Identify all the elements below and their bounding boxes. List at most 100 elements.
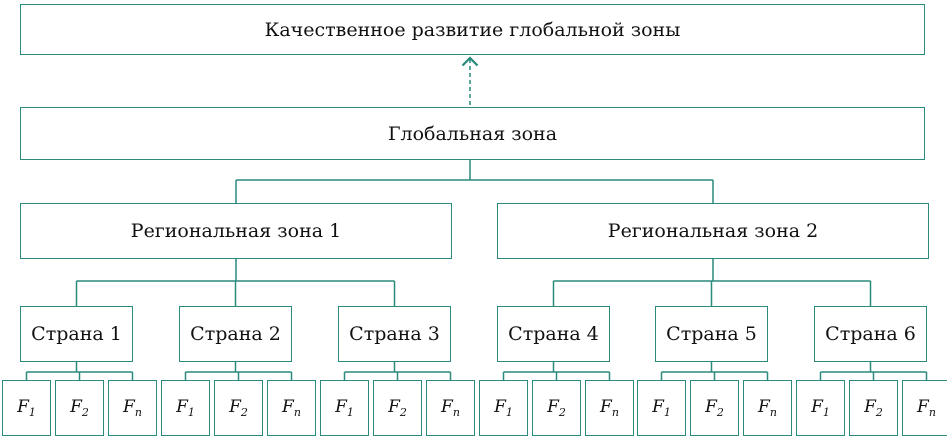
factor-letter: F [229, 397, 241, 417]
factor-letter: F [917, 397, 929, 417]
country-4-box: Страна 4 [497, 306, 610, 362]
factor-box-c2-1: F1 [161, 380, 210, 436]
factor-letter: F [547, 397, 559, 417]
factor-letter: F [123, 397, 135, 417]
factor-box-c1-3: Fn [108, 380, 157, 436]
factor-subscript: n [611, 406, 619, 419]
factor-box-c6-1: F1 [796, 380, 845, 436]
country-2-box: Страна 2 [179, 306, 292, 362]
factor-label: Fn [441, 397, 460, 419]
factor-subscript: 1 [28, 406, 36, 419]
country-3-box: Страна 3 [338, 306, 451, 362]
region-zone-1-box: Региональная зона 1 [20, 203, 452, 259]
connector-region-1-to-countries [75, 259, 396, 306]
factor-box-c5-1: F1 [637, 380, 686, 436]
factor-letter: F [282, 397, 294, 417]
factor-box-c4-1: F1 [479, 380, 528, 436]
factor-subscript: n [293, 406, 301, 419]
factor-subscript: 2 [81, 406, 89, 419]
factor-subscript: 2 [875, 406, 883, 419]
country-1-box: Страна 1 [20, 306, 133, 362]
factor-box-c4-3: Fn [585, 380, 634, 436]
factor-letter: F [758, 397, 770, 417]
connector-country-4-to-factors [502, 362, 611, 380]
factor-subscript: n [928, 406, 936, 419]
factor-label: Fn [917, 397, 936, 419]
factor-letter: F [494, 397, 506, 417]
country-3-label: Страна 3 [349, 323, 440, 345]
connector-region-2-to-countries [552, 259, 872, 306]
connector-country-1-to-factors [25, 362, 134, 380]
factor-label: F2 [705, 397, 724, 419]
connector-country-2-to-factors [184, 362, 293, 380]
country-2-label: Страна 2 [190, 323, 281, 345]
region-zone-2-label: Региональная зона 2 [607, 220, 819, 242]
factor-letter: F [176, 397, 188, 417]
factor-label: Fn [282, 397, 301, 419]
factor-box-c3-3: Fn [426, 380, 475, 436]
factor-label: F2 [70, 397, 89, 419]
factor-label: F2 [547, 397, 566, 419]
factor-box-c1-1: F1 [2, 380, 51, 436]
region-zone-2-box: Региональная зона 2 [497, 203, 929, 259]
factor-letter: F [388, 397, 400, 417]
global-zone-box: Глобальная зона [20, 107, 925, 160]
factor-letter: F [864, 397, 876, 417]
factor-label: F1 [17, 397, 36, 419]
country-6-label: Страна 6 [825, 323, 916, 345]
factor-subscript: 1 [663, 406, 671, 419]
factor-label: F2 [388, 397, 407, 419]
connector-global-to-regions [235, 160, 714, 203]
factor-label: F1 [335, 397, 354, 419]
factor-subscript: n [769, 406, 777, 419]
factor-label: F1 [494, 397, 513, 419]
connector-country-5-to-factors [660, 362, 769, 380]
factor-letter: F [600, 397, 612, 417]
factor-subscript: n [134, 406, 142, 419]
factor-box-c4-2: F2 [532, 380, 581, 436]
country-5-label: Страна 5 [666, 323, 757, 345]
factor-label: Fn [123, 397, 142, 419]
country-5-box: Страна 5 [655, 306, 768, 362]
factor-subscript: 2 [240, 406, 248, 419]
factor-label: F1 [811, 397, 830, 419]
factor-letter: F [811, 397, 823, 417]
connector-country-3-to-factors [343, 362, 452, 380]
factor-box-c2-3: Fn [267, 380, 316, 436]
factor-letter: F [652, 397, 664, 417]
factor-box-c5-3: Fn [743, 380, 792, 436]
qualitative-development-box: Качественное развитие глобальной зоны [20, 4, 925, 55]
factor-subscript: 1 [505, 406, 513, 419]
factor-subscript: 2 [558, 406, 566, 419]
factor-box-c1-2: F2 [55, 380, 104, 436]
factor-letter: F [17, 397, 29, 417]
country-4-label: Страна 4 [508, 323, 599, 345]
factor-subscript: 1 [187, 406, 195, 419]
factor-label: Fn [600, 397, 619, 419]
factor-subscript: 1 [822, 406, 830, 419]
factor-box-c3-1: F1 [320, 380, 369, 436]
factor-letter: F [70, 397, 82, 417]
global-zone-label: Глобальная зона [387, 122, 558, 145]
factor-letter: F [705, 397, 717, 417]
factor-label: F2 [864, 397, 883, 419]
factor-label: Fn [758, 397, 777, 419]
factor-label: F1 [652, 397, 671, 419]
country-6-box: Страна 6 [814, 306, 927, 362]
factor-box-c2-2: F2 [214, 380, 263, 436]
factor-subscript: 1 [346, 406, 354, 419]
factor-box-c6-2: F2 [849, 380, 898, 436]
factor-label: F2 [229, 397, 248, 419]
factor-box-c3-2: F2 [373, 380, 422, 436]
factor-box-c6-3: Fn [902, 380, 947, 436]
factor-letter: F [335, 397, 347, 417]
factor-subscript: n [452, 406, 460, 419]
factor-subscript: 2 [399, 406, 407, 419]
qualitative-development-label: Качественное развитие глобальной зоны [264, 18, 681, 41]
factor-label: F1 [176, 397, 195, 419]
factor-letter: F [441, 397, 453, 417]
factor-box-c5-2: F2 [690, 380, 739, 436]
country-1-label: Страна 1 [31, 323, 122, 345]
